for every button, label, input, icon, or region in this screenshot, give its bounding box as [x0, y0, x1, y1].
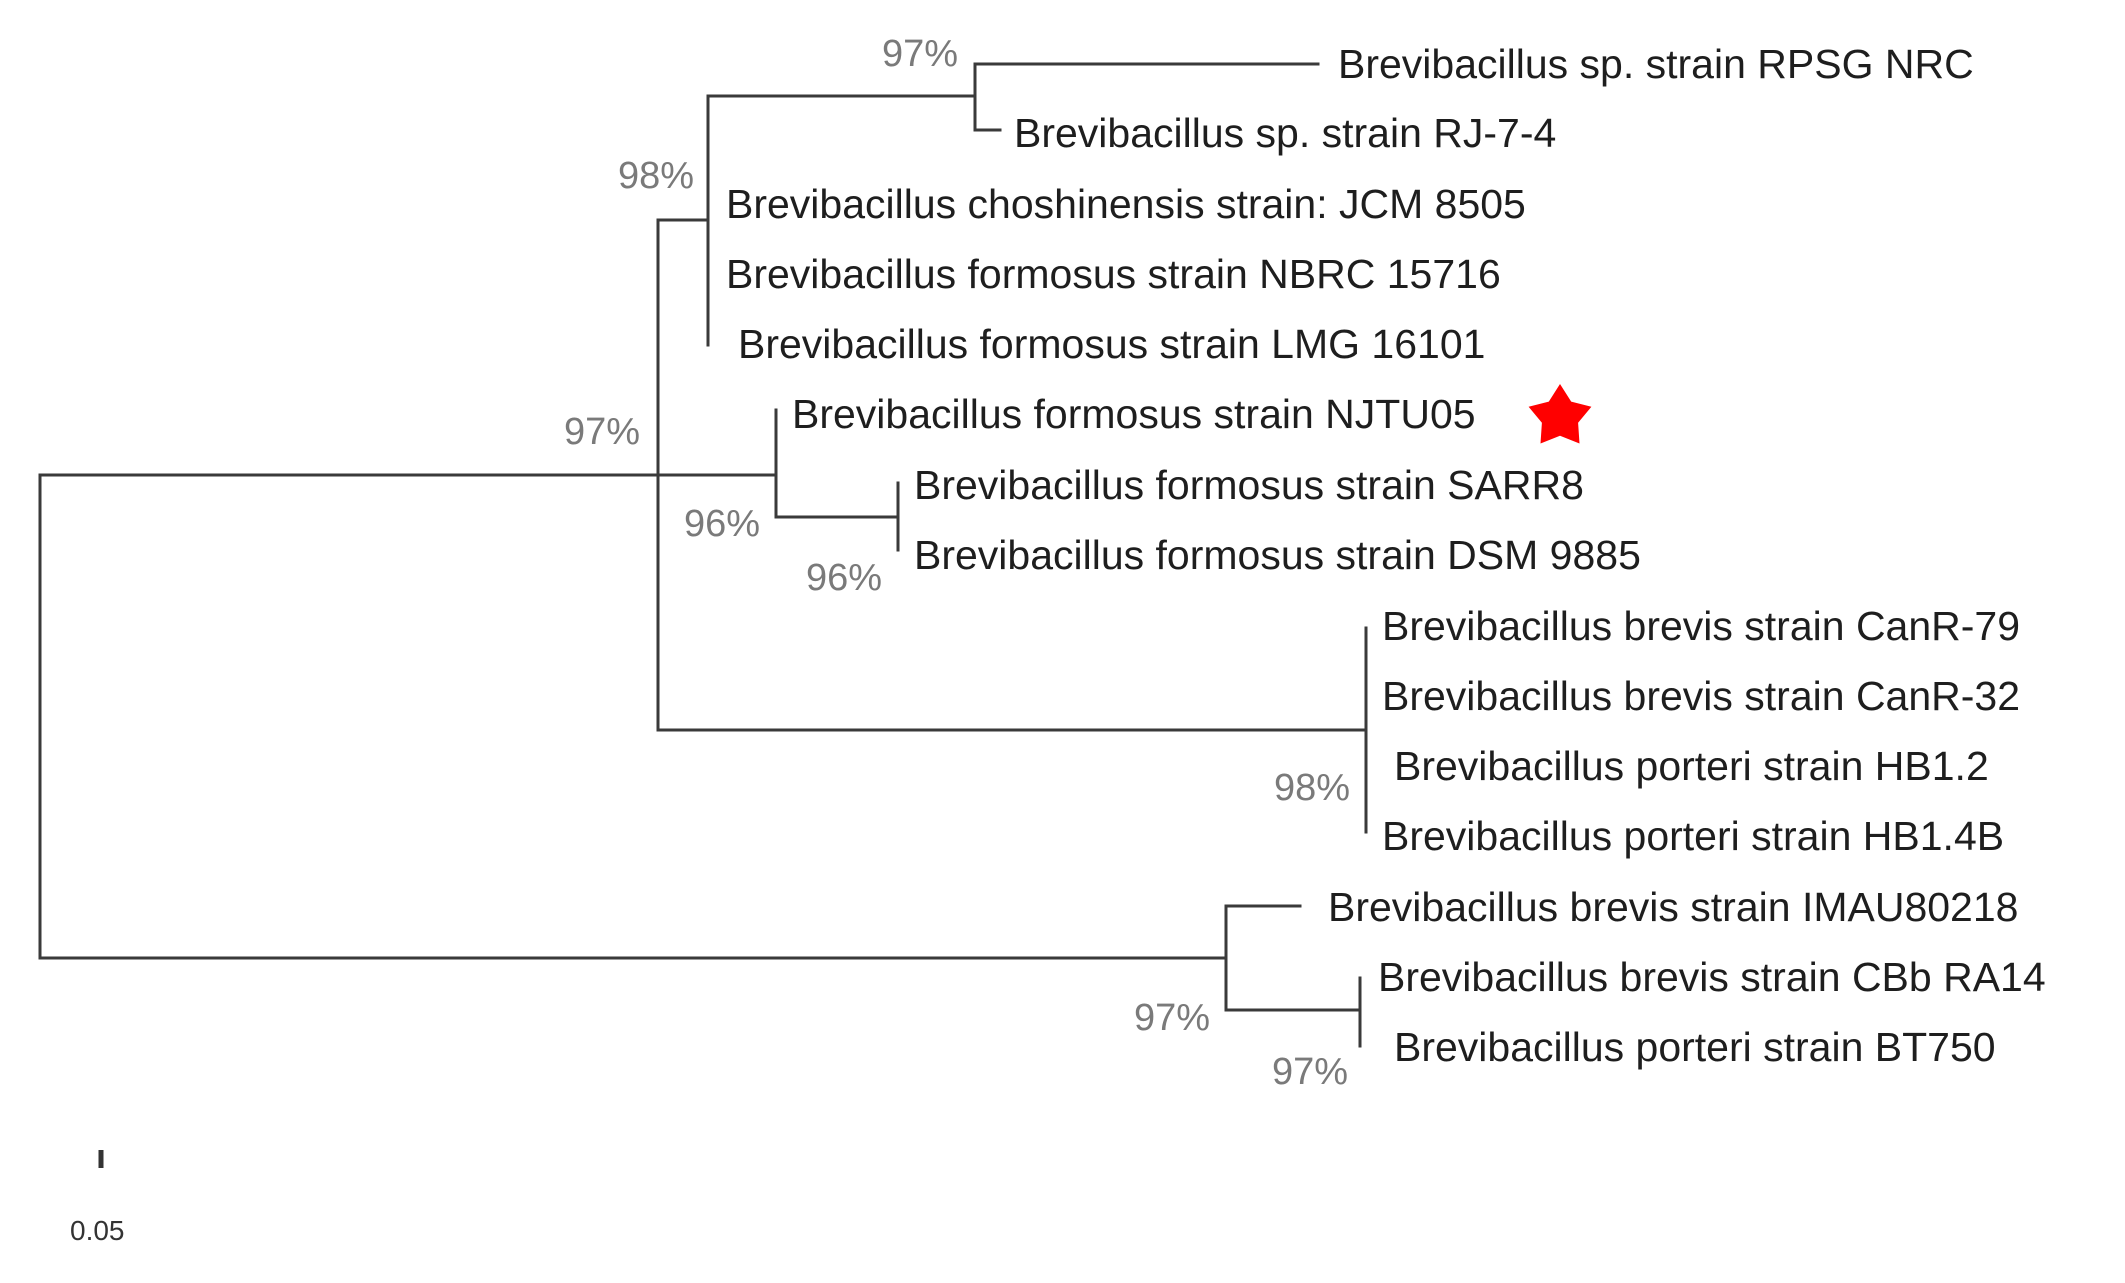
- taxon-label: Brevibacillus formosus strain NBRC 15716: [726, 251, 1501, 297]
- taxon-label: Brevibacillus porteri strain HB1.2: [1394, 743, 1989, 789]
- taxon-label: Brevibacillus porteri strain HB1.4B: [1382, 813, 2004, 859]
- support-value: 96%: [806, 557, 882, 599]
- support-value: 98%: [618, 155, 694, 197]
- taxon-label-highlighted: Brevibacillus formosus strain NJTU05: [792, 391, 1476, 437]
- support-value: 97%: [882, 33, 958, 75]
- support-values: 97% 98% 97% 96% 96% 98% 97% 97%: [564, 33, 1350, 1093]
- support-value: 97%: [1272, 1051, 1348, 1093]
- scale-bar: 0.05: [70, 1150, 125, 1246]
- support-value: 97%: [564, 411, 640, 453]
- taxon-label: Brevibacillus formosus strain DSM 9885: [914, 532, 1641, 578]
- taxon-label: Brevibacillus sp. strain RPSG NRC: [1338, 41, 1974, 87]
- taxon-label: Brevibacillus sp. strain RJ-7-4: [1014, 110, 1556, 156]
- taxon-label: Brevibacillus brevis strain CanR-32: [1382, 673, 2020, 719]
- taxon-label: Brevibacillus choshinensis strain: JCM 8…: [726, 181, 1526, 227]
- taxon-label: Brevibacillus porteri strain BT750: [1394, 1024, 1996, 1070]
- scale-bar-label: 0.05: [70, 1215, 125, 1246]
- star-icon: [1528, 384, 1592, 444]
- support-value: 98%: [1274, 767, 1350, 809]
- tree-branches: [38, 62, 1368, 1048]
- taxon-label: Brevibacillus formosus strain LMG 16101: [738, 321, 1485, 367]
- taxon-label: Brevibacillus brevis strain CanR-79: [1382, 603, 2020, 649]
- taxon-label: Brevibacillus brevis strain CBb RA14: [1378, 954, 2046, 1000]
- taxon-labels: Brevibacillus sp. strain RPSG NRC Brevib…: [726, 41, 2046, 1070]
- support-value: 96%: [684, 503, 760, 545]
- support-value: 97%: [1134, 997, 1210, 1039]
- taxon-label: Brevibacillus brevis strain IMAU80218: [1328, 884, 2018, 930]
- taxon-label: Brevibacillus formosus strain SARR8: [914, 462, 1584, 508]
